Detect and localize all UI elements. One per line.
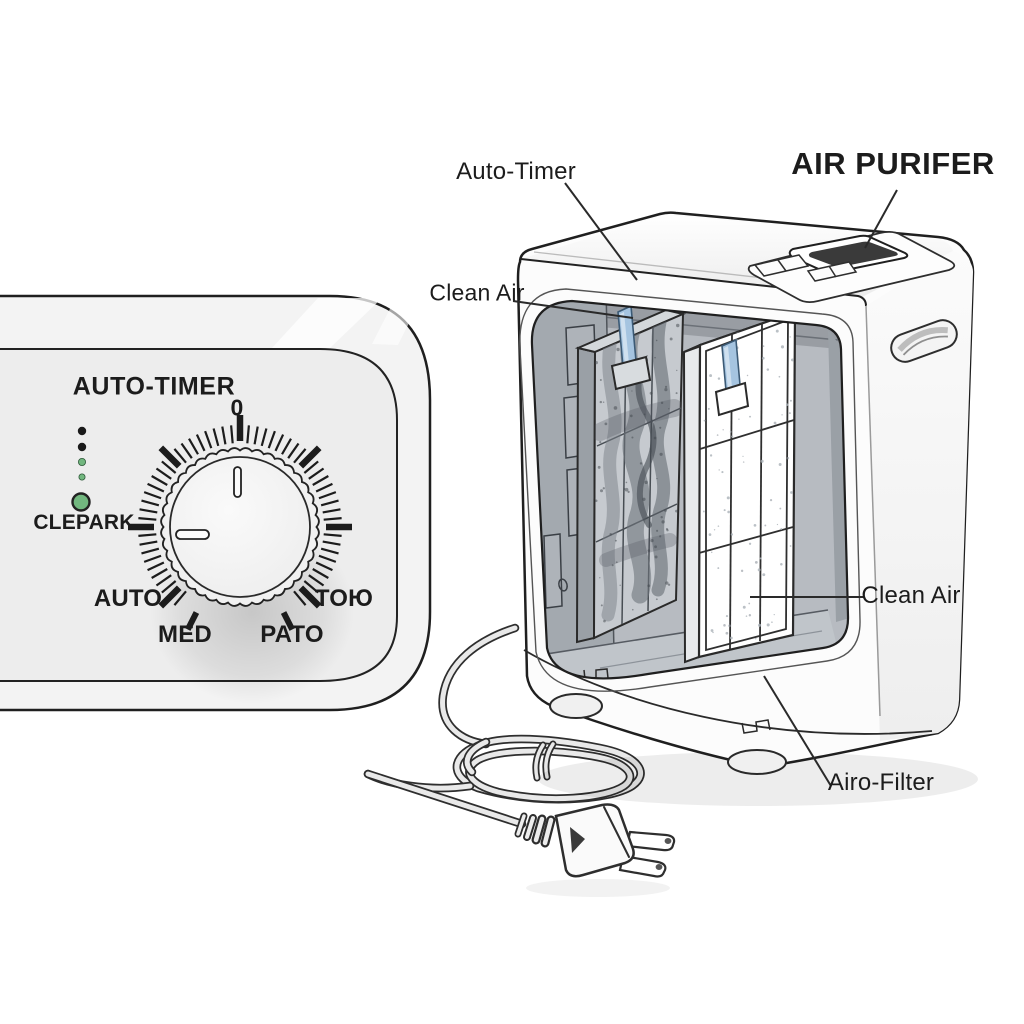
base-notch — [741, 719, 771, 734]
unit-foot — [727, 749, 787, 775]
panel-gloss-streak — [372, 299, 420, 345]
auto-timer-callout: Auto-Timer — [456, 158, 576, 185]
knob-slot-vertical — [233, 466, 242, 498]
dirty-filter-tab — [610, 304, 652, 391]
unit-right-face — [866, 251, 973, 741]
led-dot-green — [78, 457, 87, 466]
indicator-label: CLEPARK — [33, 511, 135, 534]
dial-label-pato: PATO — [260, 621, 324, 648]
panel-gloss-streak — [272, 298, 382, 348]
leader-airo-filter — [763, 675, 832, 787]
dial-label-toyu: TOЮ — [314, 585, 374, 612]
power-plug — [554, 803, 676, 878]
control-panel — [0, 294, 432, 712]
plug-strain-relief — [514, 812, 556, 848]
air-purifier-unit — [516, 211, 978, 806]
led-dot — [77, 426, 87, 436]
panel-title: AUTO-TIMER — [72, 372, 236, 401]
plate-buttons — [753, 254, 858, 282]
air-purifier-title: AIR PURIFER — [791, 146, 995, 181]
dial-label-auto: AUTO — [93, 585, 163, 612]
led-main-green — [71, 492, 91, 512]
clean-air-callout-left: Clean Air — [429, 279, 525, 306]
top-control-plate — [747, 230, 956, 304]
timer-dial-knob — [160, 447, 320, 607]
dial-tick-ring — [128, 415, 352, 631]
dial-zero-mark: 0 — [230, 394, 244, 421]
interior-cavity — [531, 301, 849, 679]
led-dot — [77, 442, 87, 452]
led-dot-green — [78, 473, 86, 481]
dirty-filter — [574, 304, 687, 644]
leader-clean-air-left — [512, 300, 634, 319]
leader-auto-timer — [564, 182, 638, 281]
airo-filter-callout: Airo-Filter — [827, 769, 935, 796]
unit-foot — [549, 693, 603, 719]
side-handle — [890, 319, 958, 363]
leader-air-purifier — [864, 189, 898, 249]
unit-shadow — [538, 752, 978, 806]
leader-lines — [512, 182, 898, 787]
power-cord — [363, 623, 676, 897]
clean-filter-tab — [714, 338, 750, 417]
dial-label-med: MED — [158, 621, 212, 648]
clean-filter — [682, 310, 797, 664]
display-window — [788, 234, 909, 274]
led-indicator-column — [71, 426, 91, 512]
knob-slot-horizontal — [175, 529, 210, 540]
clean-air-callout-right: Clean Air — [861, 582, 961, 609]
